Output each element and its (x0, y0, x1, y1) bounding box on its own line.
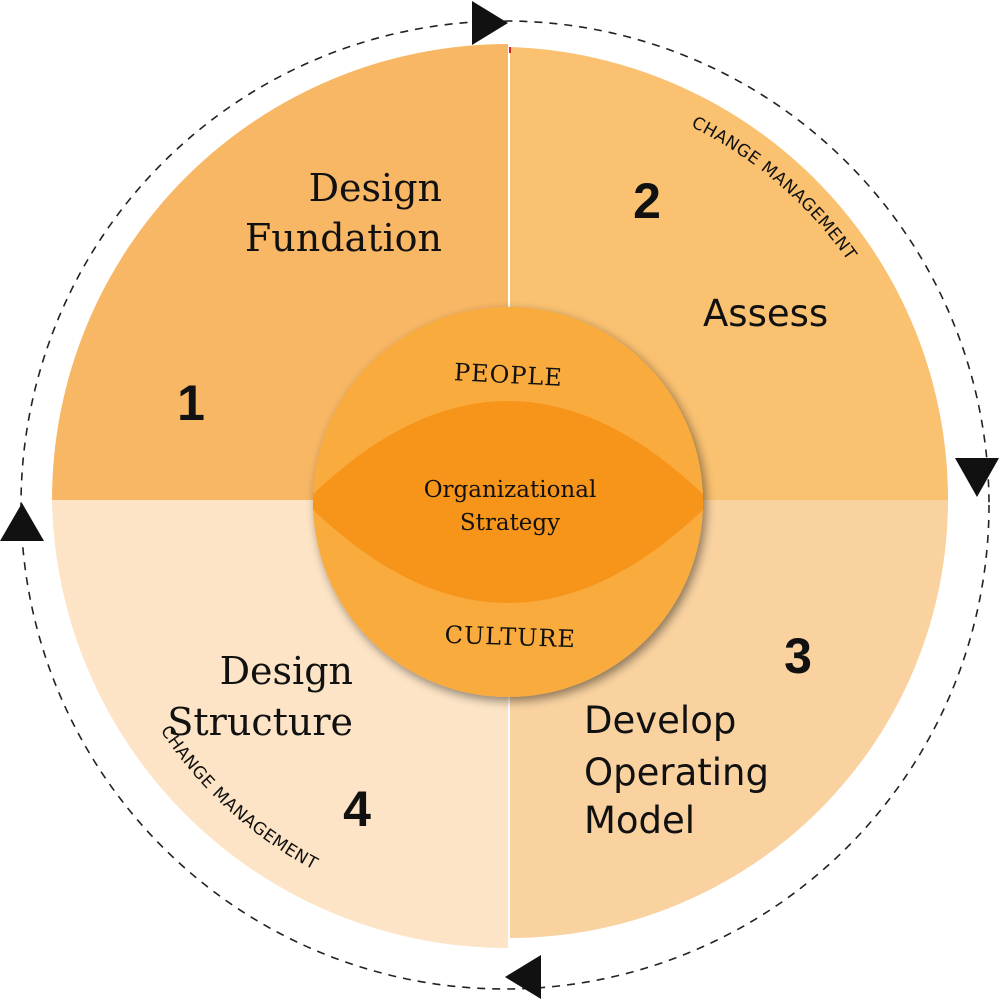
quadrant-3-title-line-2: Operating (584, 751, 769, 794)
arrow-up-icon (0, 503, 44, 541)
quadrant-3-title-line-1: Develop (584, 699, 736, 742)
quadrant-2-number: 2 (633, 173, 661, 229)
quadrant-3-title-line-3: Model (584, 799, 695, 842)
strategy-lens (313, 401, 703, 603)
quadrant-3-number: 3 (784, 628, 812, 684)
center-bottom-label-culture: CULTURE (444, 621, 576, 654)
arrow-right-icon (472, 1, 508, 45)
arrow-left-icon (505, 955, 541, 999)
center-top-label-people: PEOPLE (453, 358, 563, 392)
quadrant-1-title-line-2: Fundation (245, 216, 442, 260)
quadrant-1-number: 1 (177, 375, 205, 431)
quadrant-4-title-line-1: Design (220, 649, 353, 693)
quadrant-2-title: Assess (703, 292, 828, 335)
center-title-line-1: Organizational (424, 477, 597, 503)
quadrant-4-number: 4 (343, 781, 371, 837)
arrow-down-icon (955, 458, 999, 497)
quadrant-1-title-line-1: Design (309, 166, 442, 210)
center-title-line-2: Strategy (460, 510, 560, 536)
quadrant-4-title-line-2: Structure (167, 700, 353, 744)
